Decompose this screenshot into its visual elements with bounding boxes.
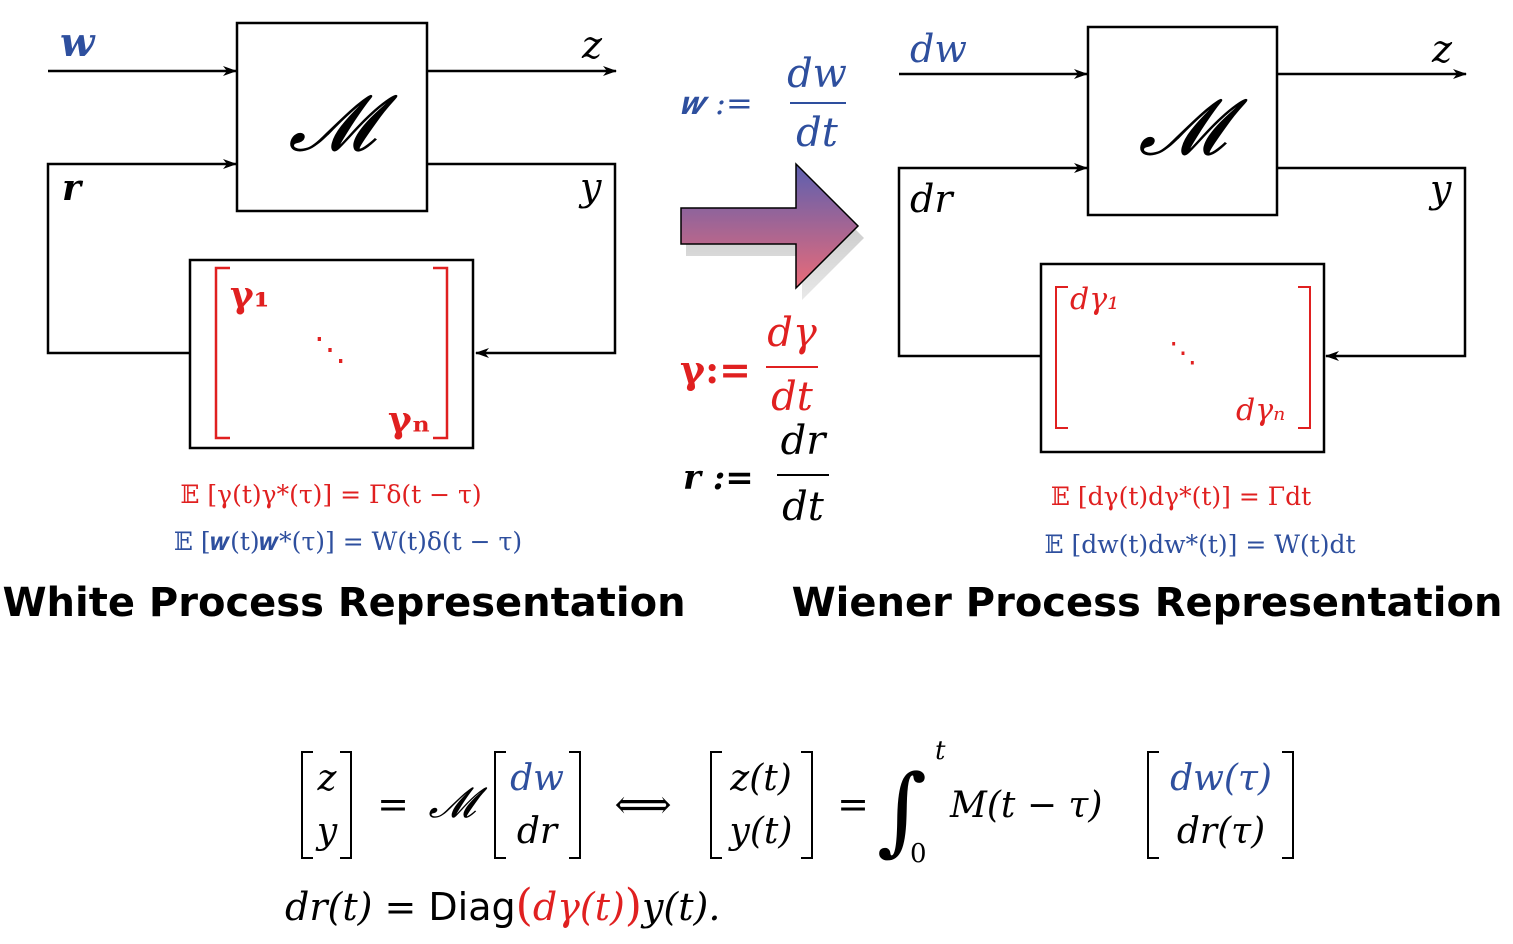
vec3-bracket-right — [801, 751, 813, 859]
left-output-z-label: z — [581, 23, 603, 67]
vec1-top: z — [317, 758, 338, 799]
right-matrix-dgamman: dγₙ — [1236, 393, 1285, 428]
w-definition-numerator: dw — [787, 51, 847, 97]
right-feedback-r-path — [897, 163, 1088, 358]
right-input-r-label: dr — [910, 177, 955, 221]
vec3-bracket-left — [710, 751, 722, 859]
right-system-block — [1086, 25, 1279, 217]
gamma-definition-numerator: dγ — [767, 310, 817, 356]
left-matrix-gamman: γₙ — [388, 399, 430, 441]
vec1-bracket-left — [301, 751, 313, 859]
vec1-bracket-right — [340, 751, 352, 859]
right-uncertainty-block — [1039, 262, 1326, 454]
vec4-bracket-left — [1147, 751, 1159, 859]
left-matrix-bracket-right — [433, 266, 449, 440]
left-input-r-label: 𝒓 — [62, 167, 84, 209]
left-diagram: 𝓜 𝒘 z 𝒓 y γ₁ ⋱ γₙ 𝔼 [γ(t)γ*(τ)] = Γδ(t −… — [2, 19, 685, 626]
left-output-y-path — [427, 162, 617, 358]
diag-paren-close: ) — [625, 880, 642, 931]
vec4-bracket-right — [1282, 751, 1294, 859]
vec1-bottom: y — [315, 811, 338, 852]
transform-arrow — [680, 162, 864, 300]
transform-arrow-body — [680, 162, 860, 290]
right-expectation-gamma: 𝔼 [dγ(t)dγ*(t)] = Γdt — [1051, 482, 1311, 511]
left-output-y-label: y — [578, 165, 602, 209]
left-matrix-gamma1: γ₁ — [230, 274, 270, 316]
vec2-top: dw — [510, 758, 564, 799]
right-matrix-bracket-left — [1055, 286, 1068, 429]
diag-rhs: y(t). — [640, 885, 720, 929]
right-output-y-label: y — [1428, 167, 1452, 211]
vec4-bottom: dr(τ) — [1177, 811, 1265, 852]
middle-definitions: 𝒘 := dw dt γ:= dγ dt 𝒓 := dr dt — [680, 51, 864, 530]
left-input-w-label: 𝒘 — [60, 19, 96, 66]
vec2-bracket-left — [494, 751, 506, 859]
operator-M: 𝓜 — [428, 778, 487, 827]
equals-sign-1: = — [377, 782, 409, 826]
right-matrix-bracket-right — [1298, 286, 1311, 429]
gamma-definition-denominator: dt — [771, 374, 814, 420]
left-uncertainty-block — [188, 258, 475, 450]
vec3-bottom: y(t) — [728, 811, 793, 852]
left-caption: White Process Representation — [2, 580, 685, 626]
diag-operator: Diag — [428, 885, 515, 929]
r-definition-numerator: dr — [781, 418, 829, 464]
vec2-bracket-right — [569, 751, 581, 859]
w-definition-lhs: 𝒘 := — [680, 84, 753, 122]
integral-upper-limit: t — [935, 736, 946, 766]
diag-equation-line: dr(t) = Diag(dγ(t))y(t). — [285, 880, 720, 931]
iff-arrow: ⟺ — [614, 782, 671, 828]
kernel-term: M(t − τ) — [949, 785, 1102, 826]
right-output-y-path — [1277, 166, 1467, 361]
left-expectation-w: 𝔼 [𝒘(t)𝒘*(τ)] = W(t)δ(t − τ) — [174, 527, 522, 556]
integral-sign: ∫ — [877, 754, 927, 866]
r-definition-lhs: 𝒓 := — [683, 458, 754, 498]
right-matrix-dots: ⋱ — [1169, 336, 1197, 369]
right-matrix-dgamma1: dγ₁ — [1070, 282, 1119, 317]
left-matrix-bracket-left — [214, 266, 230, 440]
left-system-block — [235, 21, 429, 213]
right-input-w-label: dw — [910, 27, 967, 71]
diag-lhs: dr(t) = — [285, 885, 428, 929]
right-output-z-label: z — [1431, 27, 1453, 71]
equals-sign-2: = — [837, 782, 869, 826]
left-feedback-r-path — [46, 159, 237, 355]
vec3-top: z(t) — [729, 758, 792, 799]
w-definition-denominator: dt — [796, 110, 839, 156]
integral-lower-limit: 0 — [910, 839, 927, 869]
vec2-bottom: dr — [517, 811, 559, 852]
r-definition-denominator: dt — [782, 484, 825, 530]
right-system-label: 𝓜 — [1138, 83, 1248, 173]
vec4-top: dw(τ) — [1170, 758, 1272, 799]
bottom-equation: z y = 𝓜 dw dr ⟺ z(t) y(t) = ∫ t 0 M(t − … — [285, 736, 1294, 931]
gamma-definition-lhs: γ:= — [680, 347, 751, 392]
right-diagram: 𝓜 dw z dr y dγ₁ ⋱ dγₙ 𝔼 [dγ(t)dγ*(t)] = … — [792, 25, 1503, 626]
right-caption: Wiener Process Representation — [792, 580, 1503, 626]
diag-argument: dγ(t) — [533, 885, 625, 929]
right-expectation-w: 𝔼 [dw(t)dw*(t)] = W(t)dt — [1044, 530, 1355, 559]
left-system-label: 𝓜 — [288, 79, 398, 169]
left-expectation-gamma: 𝔼 [γ(t)γ*(τ)] = Γδ(t − τ) — [180, 480, 481, 509]
left-matrix-dots: ⋱ — [314, 330, 346, 368]
diag-paren-open: ( — [516, 880, 533, 931]
